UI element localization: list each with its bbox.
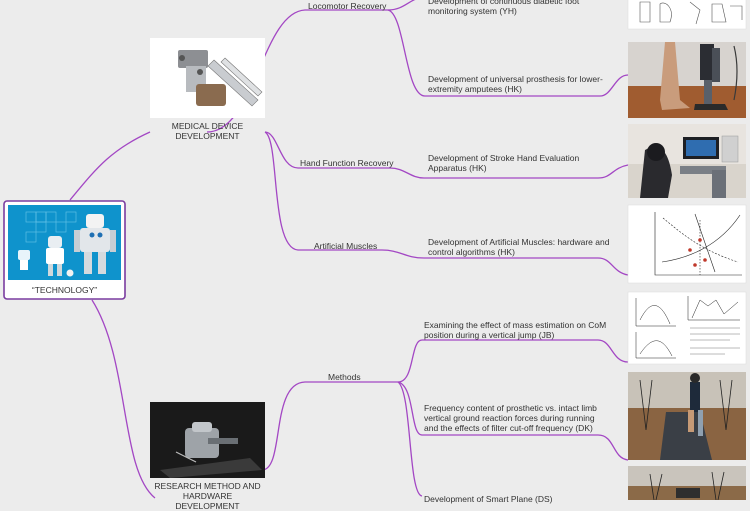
- robots-illustration: [18, 211, 116, 277]
- plane-device-illustration: [160, 422, 262, 478]
- branch-label-hand[interactable]: Hand Function Recovery: [300, 158, 394, 168]
- thumb-running-track[interactable]: [628, 372, 746, 460]
- medical-device-image[interactable]: [150, 38, 265, 118]
- connector-methods-leaf2: [397, 381, 629, 461]
- connector-hand-leaf: [389, 164, 629, 179]
- mind-map-canvas: [3, 0, 747, 500]
- connector-methods-leaf1: [397, 339, 629, 383]
- thumb-com-figure[interactable]: [627, 291, 747, 365]
- com-plots-sketch: [635, 296, 740, 359]
- running-photo: [628, 372, 746, 460]
- group-label-research[interactable]: RESEARCH METHOD AND HARDWARE DEVELOPMENT: [154, 481, 261, 511]
- branch-label-muscles[interactable]: Artificial Muscles: [314, 241, 378, 251]
- exoskeleton-device-illustration: [178, 50, 263, 107]
- leaf-prosthesis[interactable]: Development of universal prosthesis for …: [428, 74, 603, 94]
- leaf-artificial-muscles[interactable]: Development of Artificial Muscles: hardw…: [428, 237, 610, 257]
- group-label-medical[interactable]: MEDICAL DEVICE DEVELOPMENT: [171, 121, 244, 141]
- research-hardware-image[interactable]: [150, 402, 265, 478]
- thumb-artificial-muscles[interactable]: [627, 204, 747, 284]
- connector-methods-leaf3: [397, 381, 423, 497]
- thumb-diabetic-foot[interactable]: [627, 0, 747, 30]
- stroke-hand-photo: [628, 124, 746, 198]
- center-label: “TECHNOLOGY”: [31, 285, 98, 295]
- leaf-diabetic-foot[interactable]: Development of continuous diabetic foot …: [428, 0, 580, 16]
- muscle-chart-sketch: [654, 212, 742, 276]
- connector-center-medical: [69, 131, 151, 201]
- connector-medical-muscles: [264, 131, 382, 251]
- thumb-stroke-hand[interactable]: [628, 124, 746, 198]
- branch-label-locomotor[interactable]: Locomotor Recovery: [308, 1, 387, 11]
- connector-medical-hand: [264, 131, 390, 169]
- smart-plane-photo: [628, 471, 746, 500]
- connector-center-research: [91, 299, 156, 499]
- connector-research-methods: [261, 381, 398, 471]
- leaf-frequency-content[interactable]: Frequency content of prosthetic vs. inta…: [424, 403, 597, 433]
- leaf-com-jump[interactable]: Examining the effect of mass estimation …: [424, 320, 607, 340]
- thumb-smart-plane[interactable]: [628, 466, 746, 500]
- connector-locomotor-leaf2: [387, 9, 629, 97]
- thumb-prosthesis[interactable]: [628, 42, 746, 118]
- connector-locomotor-leaf1: [387, 0, 416, 11]
- foot-sketches: [639, 1, 743, 25]
- connector-muscles-leaf: [381, 249, 629, 276]
- prosthesis-photo: [628, 42, 746, 118]
- leaf-stroke-hand[interactable]: Development of Stroke Hand Evaluation Ap…: [428, 153, 580, 173]
- leaf-smart-plane[interactable]: Development of Smart Plane (DS): [424, 494, 553, 504]
- branch-label-methods[interactable]: Methods: [328, 372, 361, 382]
- center-node[interactable]: [3, 200, 126, 300]
